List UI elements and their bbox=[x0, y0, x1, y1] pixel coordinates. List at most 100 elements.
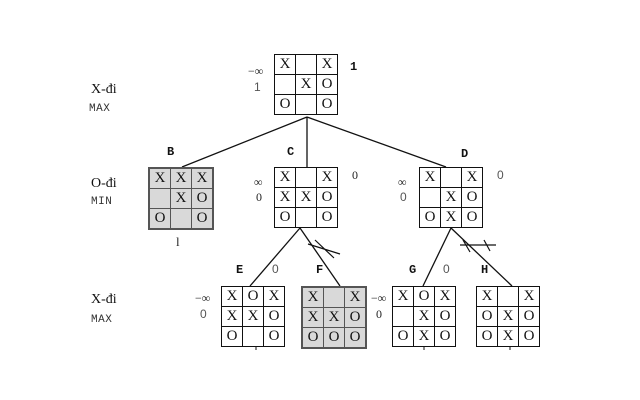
cell: X bbox=[413, 306, 435, 327]
edge-d-h bbox=[450, 227, 513, 287]
prune-mark-h bbox=[460, 239, 496, 253]
cell: X bbox=[518, 286, 540, 307]
root-beta: 1 bbox=[254, 80, 261, 94]
cell: O bbox=[413, 286, 435, 307]
node-e-beta: 0 bbox=[200, 307, 207, 321]
cell bbox=[242, 326, 264, 347]
cell: X bbox=[274, 187, 296, 208]
cell: O bbox=[263, 326, 285, 347]
cell: O bbox=[518, 306, 540, 327]
cell: X bbox=[274, 167, 296, 188]
node-label-b: B bbox=[167, 145, 175, 159]
cell bbox=[295, 54, 317, 75]
node-e-alpha: −∞ bbox=[195, 291, 211, 305]
cell: O bbox=[434, 326, 456, 347]
cell: O bbox=[461, 187, 483, 208]
cell: X bbox=[497, 326, 519, 347]
cell: O bbox=[476, 306, 498, 327]
cell: O bbox=[476, 326, 498, 347]
cell: X bbox=[434, 286, 456, 307]
node-label-d: D bbox=[461, 147, 469, 161]
cell: X bbox=[323, 307, 345, 328]
cell bbox=[295, 207, 317, 228]
node-label-root: 1 bbox=[350, 60, 358, 74]
cell: X bbox=[274, 54, 296, 75]
node-label-c: C bbox=[287, 145, 295, 159]
cell: X bbox=[476, 286, 498, 307]
cell: X bbox=[461, 167, 483, 188]
cell: X bbox=[191, 167, 214, 189]
level-3-player: X-đi bbox=[91, 292, 117, 307]
cell: X bbox=[295, 187, 317, 208]
node-e-top-value: 0 bbox=[272, 262, 279, 276]
cell bbox=[497, 286, 519, 307]
cell: O bbox=[263, 306, 285, 327]
node-d-right-value: 0 bbox=[497, 168, 504, 182]
cell: X bbox=[497, 306, 519, 327]
cell: X bbox=[316, 167, 338, 188]
cell: O bbox=[242, 286, 264, 307]
cell: X bbox=[170, 188, 192, 209]
cell: O bbox=[191, 188, 214, 209]
cell: X bbox=[295, 74, 317, 95]
node-g-top-value: 0 bbox=[443, 262, 450, 276]
cell: O bbox=[301, 327, 324, 349]
cell bbox=[295, 167, 317, 188]
root-alpha: −∞ bbox=[248, 64, 264, 78]
node-g-alpha: −∞ bbox=[371, 291, 387, 305]
cell: O bbox=[221, 326, 243, 347]
cell: X bbox=[221, 306, 243, 327]
cell: X bbox=[344, 286, 367, 308]
cell: X bbox=[170, 167, 192, 189]
cell: O bbox=[191, 208, 214, 230]
cell: O bbox=[148, 208, 171, 230]
cell: O bbox=[316, 74, 338, 95]
node-d-alpha: ∞ bbox=[398, 175, 407, 189]
level-2-role: MIN bbox=[91, 196, 113, 208]
cell: O bbox=[274, 94, 296, 115]
cell: O bbox=[323, 327, 345, 349]
cell: X bbox=[301, 286, 324, 308]
edge-d-g bbox=[422, 227, 452, 287]
cell bbox=[392, 306, 414, 327]
cell: X bbox=[263, 286, 285, 307]
cell bbox=[419, 187, 441, 208]
node-b-value: l bbox=[176, 234, 180, 249]
node-g-beta: 0 bbox=[376, 307, 382, 321]
node-label-h: H bbox=[481, 263, 489, 277]
cell: O bbox=[419, 207, 441, 228]
cell: X bbox=[301, 307, 324, 328]
cell bbox=[295, 94, 317, 115]
cell: O bbox=[518, 326, 540, 347]
cell: O bbox=[316, 207, 338, 228]
node-label-g: G bbox=[409, 263, 417, 277]
cell: O bbox=[434, 306, 456, 327]
edge-c-e bbox=[249, 227, 301, 287]
cell bbox=[440, 167, 462, 188]
cell: O bbox=[461, 207, 483, 228]
level-3-role: MAX bbox=[91, 314, 113, 326]
cell bbox=[323, 286, 345, 308]
cell: X bbox=[392, 286, 414, 307]
cell: X bbox=[440, 207, 462, 228]
prune-mark-f bbox=[307, 239, 341, 259]
edge-root-d bbox=[306, 116, 447, 168]
cell bbox=[148, 188, 171, 209]
cell: O bbox=[392, 326, 414, 347]
cell bbox=[170, 208, 192, 230]
cell: X bbox=[148, 167, 171, 189]
cell: O bbox=[316, 94, 338, 115]
level-2-player: O-đi bbox=[91, 176, 117, 191]
node-c-beta: 0 bbox=[256, 190, 262, 204]
cell: O bbox=[274, 207, 296, 228]
cell: X bbox=[413, 326, 435, 347]
